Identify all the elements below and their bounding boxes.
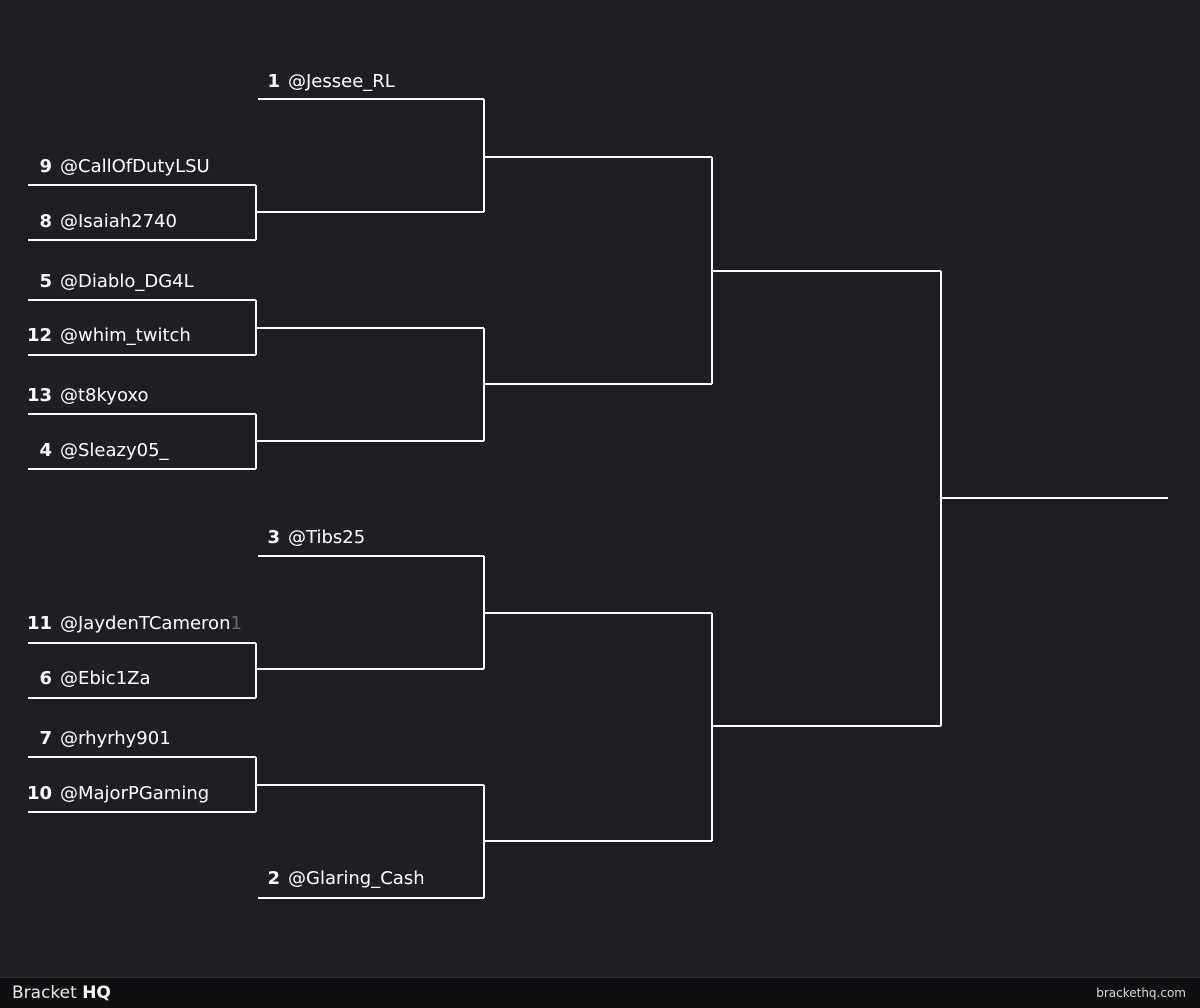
- entrant-e8: 8 @Isaiah2740: [22, 210, 177, 234]
- connector-r2-m3: [483, 556, 712, 669]
- connector-r1-m2: [255, 300, 484, 355]
- handle-label: @rhyrhy901: [60, 728, 171, 749]
- entrant-e12: 12 @whim_twitch: [22, 324, 191, 348]
- seed-label: 8: [39, 211, 52, 232]
- footer-bar: Bracket HQ brackethq.com: [0, 977, 1200, 1008]
- connector-r1-m1: [255, 185, 484, 240]
- connector-r1-m3: [255, 414, 484, 469]
- entrant-e13: 13 @t8kyoxo: [22, 384, 149, 408]
- handle-label: @whim_twitch: [60, 325, 191, 346]
- entrant-e10: 10 @MajorPGaming: [22, 782, 209, 806]
- seed-label: 3: [267, 527, 280, 548]
- handle-overflow-suffix: 1: [230, 613, 242, 634]
- entrant-e11: 11 @JaydenTCameron1: [22, 612, 242, 636]
- seed-label: 7: [39, 728, 52, 749]
- connector-r2-m1: [483, 99, 712, 212]
- handle-label: @Sleazy05_: [60, 440, 169, 461]
- handle-label: @JaydenTCameron: [60, 613, 231, 634]
- entrant-e7: 7 @rhyrhy901: [22, 727, 171, 751]
- connector-r3-m1: [711, 157, 941, 384]
- handle-label: @Ebic1Za: [60, 668, 151, 689]
- entrant-e5: 5 @Diablo_DG4L: [22, 270, 194, 294]
- seed-label: 5: [39, 271, 52, 292]
- handle-label: @Jessee_RL: [288, 71, 395, 92]
- entrant-e4: 4 @Sleazy05_: [22, 439, 169, 463]
- handle-label: @CallOfDutyLSU: [60, 156, 210, 177]
- seed-label: 6: [39, 668, 52, 689]
- entrant-e6: 6 @Ebic1Za: [22, 667, 151, 691]
- brand-logo-word-bracket: Bracket: [12, 983, 77, 1003]
- handle-label: @Diablo_DG4L: [60, 271, 194, 292]
- seed-label: 11: [26, 613, 52, 634]
- entrant-e1: 1 @Jessee_RL: [250, 70, 395, 94]
- entrant-e2: 2 @Glaring_Cash: [250, 867, 425, 891]
- seed-label: 2: [267, 868, 280, 889]
- handle-label: @Isaiah2740: [60, 211, 177, 232]
- brand-logo[interactable]: Bracket HQ: [12, 982, 111, 1004]
- handle-label: @Glaring_Cash: [288, 868, 425, 889]
- seed-label: 4: [39, 440, 52, 461]
- handle-label: @t8kyoxo: [60, 385, 149, 406]
- seed-label: 13: [26, 385, 52, 406]
- seed-label: 12: [26, 325, 52, 346]
- entrant-e9: 9 @CallOfDutyLSU: [22, 155, 210, 179]
- handle-label: @MajorPGaming: [60, 783, 210, 804]
- connector-final: [940, 271, 1168, 726]
- connector-r1-m4: [255, 643, 484, 698]
- handle-label: @Tibs25: [288, 527, 366, 548]
- connector-r3-m2: [711, 613, 941, 841]
- connector-r1-m5: [255, 757, 484, 812]
- connector-r2-m4: [483, 785, 712, 898]
- entrant-e3: 3 @Tibs25: [250, 526, 365, 550]
- connector-r2-m2: [483, 328, 712, 441]
- seed-label: 9: [39, 156, 52, 177]
- site-url-link[interactable]: brackethq.com: [1096, 986, 1186, 1000]
- seed-label: 10: [26, 783, 52, 804]
- seed-label: 1: [267, 71, 280, 92]
- brand-logo-word-hq: HQ: [82, 983, 111, 1003]
